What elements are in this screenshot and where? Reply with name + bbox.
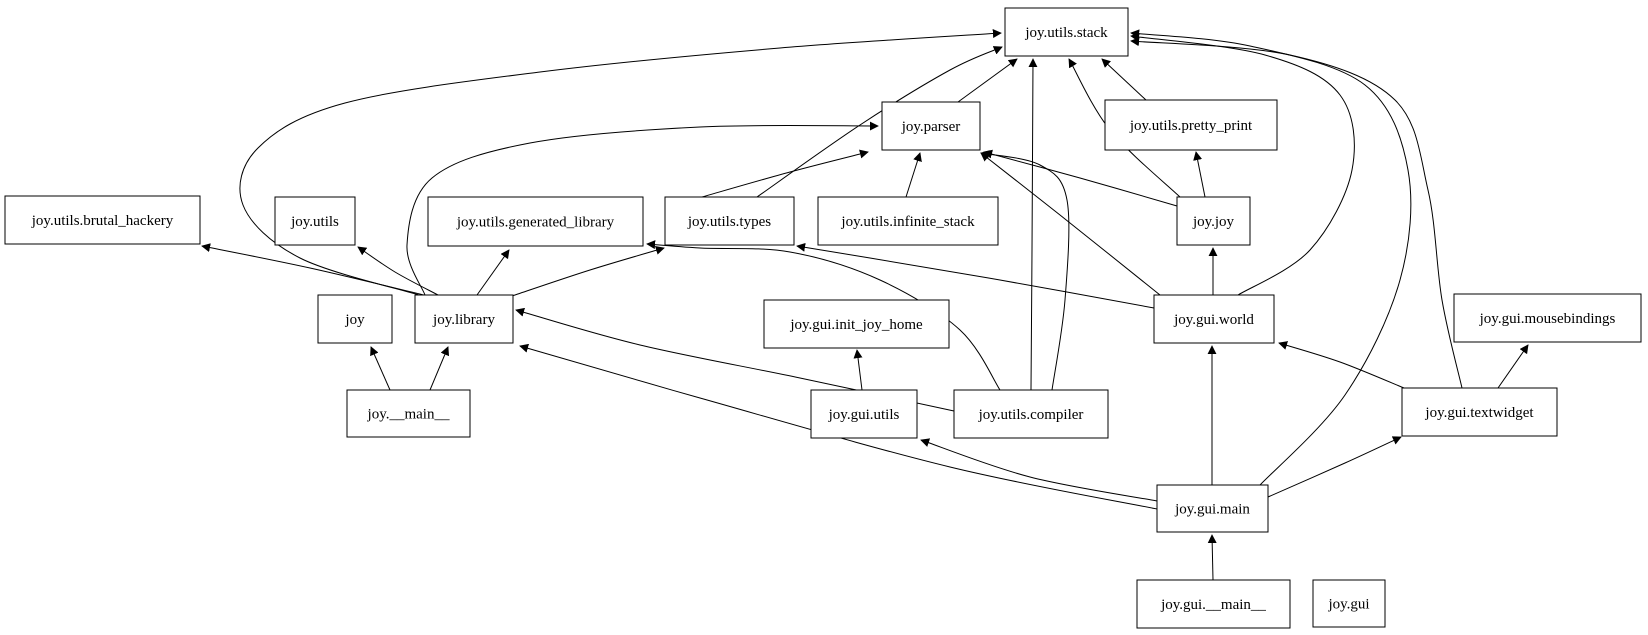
node-box-pretty bbox=[1104, 99, 1278, 151]
node-box-inithome bbox=[763, 299, 950, 349]
node-box-compiler bbox=[953, 389, 1109, 439]
edge-jmain-to-library bbox=[429, 346, 450, 391]
node-label-library: joy.library bbox=[432, 312, 495, 328]
edge-library-to-genlib bbox=[476, 249, 510, 296]
node-label-guiutils: joy.gui.utils bbox=[828, 407, 900, 423]
node-label-parser: joy.parser bbox=[901, 119, 961, 135]
node-label-gmainmain: joy.gui.__main__ bbox=[1160, 597, 1266, 613]
edge-textw-to-world bbox=[1278, 341, 1405, 389]
node-label-textw: joy.gui.textwidget bbox=[1424, 405, 1534, 421]
edge-library-to-types bbox=[511, 245, 665, 297]
node-label-types: joy.utils.types bbox=[687, 214, 771, 230]
edge-jmain-to-joy bbox=[370, 346, 391, 391]
edge-gmainmain-to-gmain bbox=[1207, 534, 1217, 581]
node-box-joyjoy bbox=[1176, 196, 1251, 246]
node-mouseb: joy.gui.mousebindings bbox=[1453, 293, 1642, 343]
node-jmain: joy.__main__ bbox=[346, 389, 471, 438]
node-library: joy.library bbox=[414, 294, 514, 344]
node-brutal: joy.utils.brutal_hackery bbox=[4, 195, 201, 245]
edge-parser-to-stack bbox=[957, 58, 1018, 103]
node-label-joyjoy: joy.joy bbox=[1192, 214, 1235, 230]
node-box-gui bbox=[1312, 579, 1386, 628]
node-types: joy.utils.types bbox=[664, 196, 795, 246]
node-box-library bbox=[414, 294, 514, 344]
node-inithome: joy.gui.init_joy_home bbox=[763, 299, 950, 349]
node-box-jmain bbox=[346, 389, 471, 438]
node-box-joy bbox=[317, 294, 393, 344]
node-box-gmain bbox=[1156, 484, 1269, 533]
edge-library-to-parser bbox=[406, 121, 879, 296]
edge-compiler-to-genlib bbox=[646, 240, 1001, 391]
node-box-types bbox=[664, 196, 795, 246]
node-infstack: joy.utils.infinite_stack bbox=[817, 196, 999, 246]
node-genlib: joy.utils.generated_library bbox=[427, 196, 644, 247]
node-box-textw bbox=[1401, 387, 1558, 437]
node-box-guiutils bbox=[810, 389, 918, 439]
node-compiler: joy.utils.compiler bbox=[953, 389, 1109, 439]
node-utils: joy.utils bbox=[274, 196, 356, 246]
node-label-joy: joy bbox=[344, 312, 365, 328]
node-box-mouseb bbox=[1453, 293, 1642, 343]
node-box-world bbox=[1153, 294, 1275, 344]
node-label-pretty: joy.utils.pretty_print bbox=[1129, 118, 1253, 134]
edge-joyjoy-to-pretty bbox=[1193, 151, 1206, 198]
edge-joyjoy-to-parser bbox=[983, 149, 1178, 207]
node-pretty: joy.utils.pretty_print bbox=[1104, 99, 1278, 151]
edge-compiler-to-stack bbox=[1028, 58, 1038, 391]
edge-textw-to-stack bbox=[1130, 37, 1463, 389]
node-world: joy.gui.world bbox=[1153, 294, 1275, 344]
node-label-gui: joy.gui bbox=[1327, 597, 1369, 613]
node-label-genlib: joy.utils.generated_library bbox=[456, 215, 615, 231]
edge-pretty-to-stack bbox=[1101, 58, 1147, 101]
node-joy: joy bbox=[317, 294, 393, 344]
node-box-parser bbox=[881, 101, 981, 151]
node-parser: joy.parser bbox=[881, 101, 981, 151]
edge-infstack-to-parser bbox=[905, 152, 922, 198]
node-label-jmain: joy.__main__ bbox=[367, 407, 450, 423]
node-label-gmain: joy.gui.main bbox=[1174, 502, 1250, 518]
node-box-infstack bbox=[817, 196, 999, 246]
node-gmainmain: joy.gui.__main__ bbox=[1136, 579, 1291, 629]
edge-world-to-types bbox=[796, 242, 1155, 309]
node-gmain: joy.gui.main bbox=[1156, 484, 1269, 533]
node-box-utils bbox=[274, 196, 356, 246]
node-box-stack bbox=[1004, 7, 1129, 57]
edge-library-to-stack bbox=[239, 29, 1002, 296]
node-textw: joy.gui.textwidget bbox=[1401, 387, 1558, 437]
node-joyjoy: joy.joy bbox=[1176, 196, 1251, 246]
node-label-world: joy.gui.world bbox=[1173, 312, 1254, 328]
node-label-stack: joy.utils.stack bbox=[1024, 25, 1108, 41]
node-box-brutal bbox=[4, 195, 201, 245]
nodes-layer: joy.utils.stack joy.parser joy.utils.prett… bbox=[4, 7, 1642, 629]
node-label-compiler: joy.utils.compiler bbox=[978, 407, 1084, 423]
node-box-gmainmain bbox=[1136, 579, 1291, 629]
edge-world-to-stack bbox=[1130, 32, 1355, 296]
node-label-utils: joy.utils bbox=[290, 214, 339, 230]
node-label-mouseb: joy.gui.mousebindings bbox=[1479, 311, 1616, 327]
edge-gmain-to-guiutils bbox=[920, 438, 1158, 502]
node-gui: joy.gui bbox=[1312, 579, 1386, 628]
edge-textw-to-mouseb bbox=[1497, 344, 1529, 389]
node-box-genlib bbox=[427, 196, 644, 247]
edge-gmain-to-textw bbox=[1267, 436, 1402, 498]
edge-types-to-parser bbox=[701, 149, 869, 198]
node-label-infstack: joy.utils.infinite_stack bbox=[840, 214, 975, 230]
node-label-inithome: joy.gui.init_joy_home bbox=[789, 317, 923, 333]
node-label-brutal: joy.utils.brutal_hackery bbox=[31, 213, 174, 229]
edge-gmain-to-stack bbox=[1130, 29, 1412, 486]
edge-world-to-parser bbox=[980, 152, 1161, 296]
node-guiutils: joy.gui.utils bbox=[810, 389, 918, 439]
edge-compiler-to-parser bbox=[980, 150, 1070, 391]
edge-guiutils-to-inithome bbox=[853, 349, 863, 391]
node-stack: joy.utils.stack bbox=[1004, 7, 1129, 57]
edge-library-to-utils bbox=[357, 246, 439, 296]
